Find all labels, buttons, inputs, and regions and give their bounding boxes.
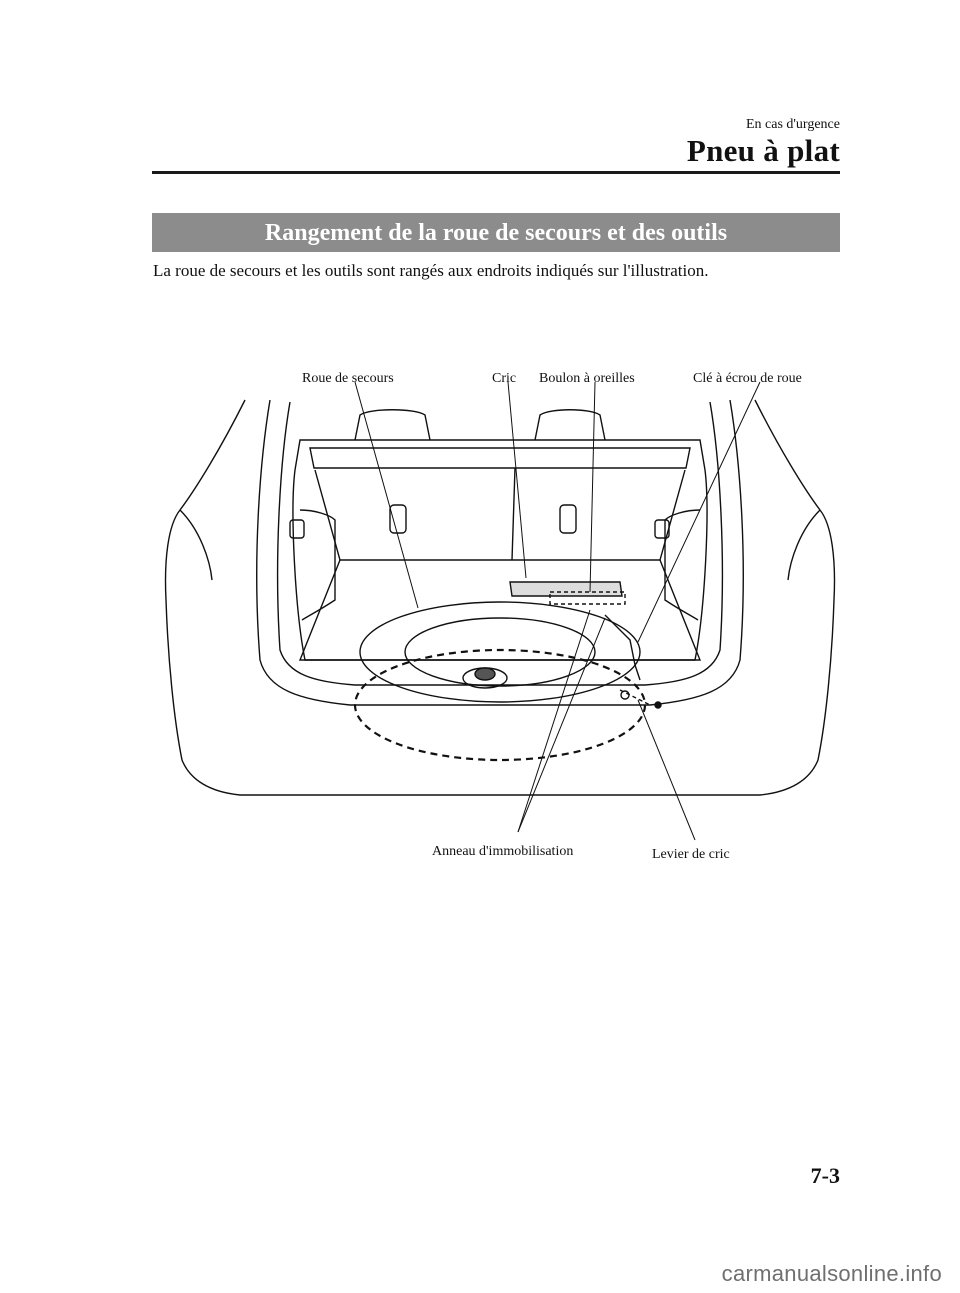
cargo-cover [309,447,691,469]
trunk-floor [298,559,702,661]
tailgate-frame-outer [256,399,744,706]
jack [509,581,623,597]
wheel-well-dashed [353,648,647,762]
tailgate-frame-inner [276,401,724,686]
watermark: carmanualsonline.info [721,1261,942,1286]
callout-jack: Cric [492,371,517,386]
car-body-outline [164,399,836,796]
header-section-label: En cas d'urgence [745,117,840,132]
intro-paragraph: La roue de secours et les outils sont ra… [153,261,709,280]
jack-handle [619,689,651,706]
body-crease-left [179,509,213,581]
callout-lug-wrench: Clé à écrou de roue [693,371,802,386]
lug-wrench [604,614,641,681]
right-headrest [534,409,606,441]
callout-spare-wheel: Roue de secours [302,371,394,386]
body-crease-right [787,509,821,581]
spare-wheel [359,601,641,703]
callout-wing-bolt: Boulon à oreilles [539,371,635,386]
trunk-illustration [164,381,836,841]
header-rule [152,171,840,174]
rear-seatback [314,469,686,561]
page-number: 7-3 [810,1163,840,1188]
callout-jack-handle: Levier de cric [652,847,730,862]
page-title: Pneu à plat [686,133,840,168]
callout-tie-down-hook: Anneau d'immobilisation [432,844,574,859]
section-banner: Rangement de la roue de secours et des o… [152,213,840,252]
left-headrest [354,409,431,441]
